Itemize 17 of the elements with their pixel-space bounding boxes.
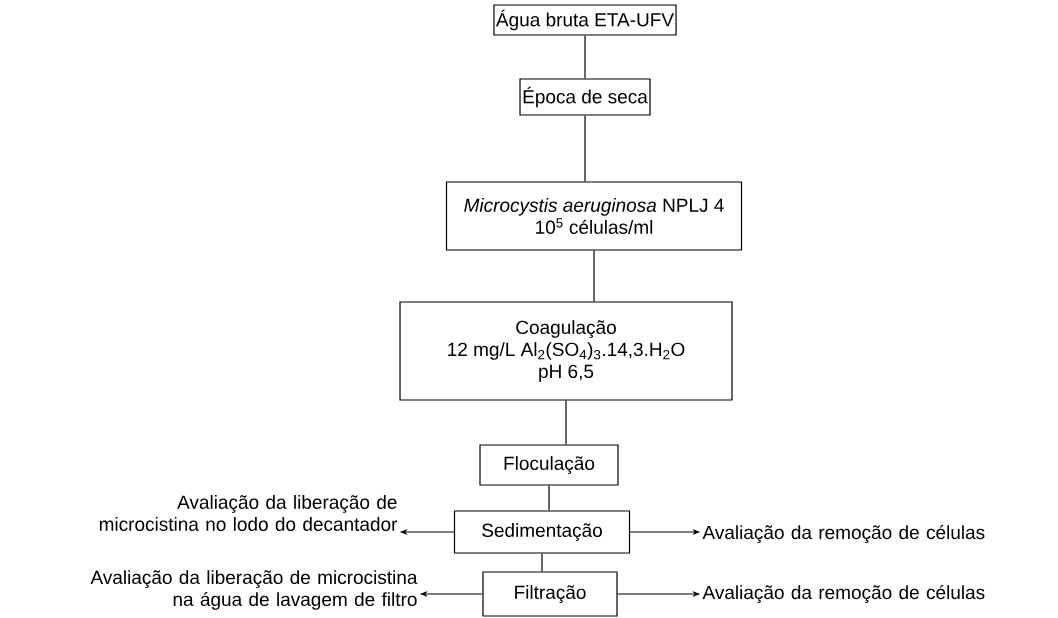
- process-box: Água bruta ETA-UFV: [493, 4, 677, 36]
- connector-line: [565, 399, 567, 445]
- process-box: Coagulação 12 mg/L Al$_{2}$(SO$_{4}$)$_{3}$.14,3.H$_{2}$O pH 6,5: [399, 301, 733, 401]
- connector-line: [584, 35, 586, 79]
- process-box: Época de seca: [519, 78, 651, 116]
- evaluation-text: Avaliação da remoção de células: [702, 585, 985, 603]
- evaluation-text: Avaliação da liberação de microcistina no lodo do decantador: [99, 495, 398, 531]
- evaluation-text: Avaliação da remoção de células: [702, 525, 985, 543]
- evaluation-text: Avaliação da liberação de microcistina na água de lavagem de filtro: [90, 570, 418, 610]
- process-box: Filtração: [482, 571, 618, 617]
- connector-line: [548, 484, 550, 511]
- connector-line: [593, 250, 595, 302]
- connector-line: [584, 115, 586, 182]
- connector-line: [541, 553, 543, 572]
- process-box: Microcystis aeruginosa NPLJ 4 10$^{5}$ células/ml: [445, 181, 743, 251]
- process-box: Floculação: [479, 444, 619, 486]
- process-box: Sedimentação: [453, 510, 631, 554]
